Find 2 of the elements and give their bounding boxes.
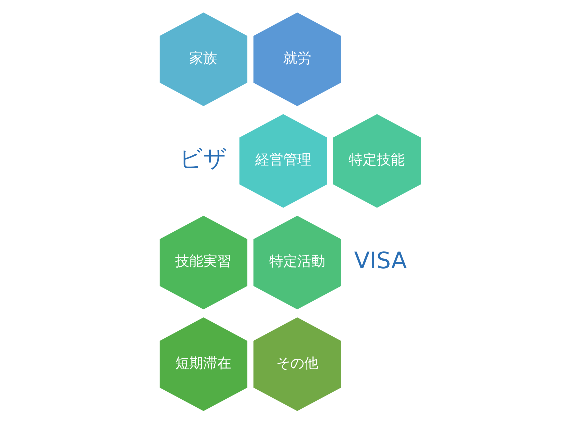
label: VISA [354,248,407,274]
label: ビザ [179,146,228,173]
